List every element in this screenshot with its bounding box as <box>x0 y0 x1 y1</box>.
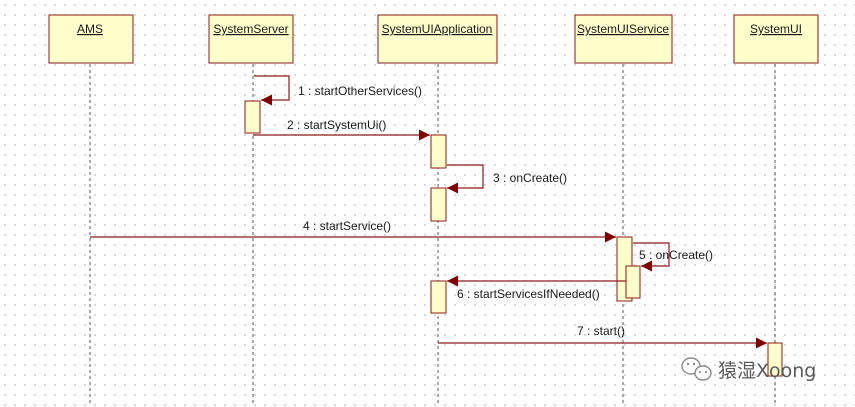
watermark: 猿湿Xoong <box>681 357 816 382</box>
lifeline-systemuiapplication[interactable]: SystemUIApplication <box>377 14 498 64</box>
message-label-5: 5 : onCreate() <box>639 248 713 262</box>
activation-systemuiapplication-2[interactable] <box>430 187 447 222</box>
message-label-7: 7 : start() <box>577 324 625 338</box>
wechat-logo-icon <box>681 357 712 381</box>
lifeline-label-systemui: SystemUI <box>750 22 802 36</box>
message-1[interactable]: 1 : startOtherServices() <box>254 75 422 106</box>
watermark-text: 猿湿Xoong <box>718 360 816 382</box>
message-4[interactable]: 4 : startService() <box>90 219 616 243</box>
activation-systemuiapplication-3[interactable] <box>430 280 447 314</box>
lifeline-label-systemuiservice: SystemUIService <box>577 22 669 36</box>
activation-bars <box>244 100 783 377</box>
lifeline-systemserver[interactable]: SystemServer <box>208 14 294 64</box>
message-3[interactable]: 3 : onCreate() <box>447 164 567 194</box>
message-5[interactable]: 5 : onCreate() <box>633 242 713 272</box>
lifeline-label-systemuiapplication: SystemUIApplication <box>382 22 493 36</box>
lifeline-ams[interactable]: AMS <box>48 14 134 64</box>
message-label-1: 1 : startOtherServices() <box>298 84 422 98</box>
activation-systemuiservice-inner[interactable] <box>625 265 641 299</box>
message-2[interactable]: 2 : startSystemUi() <box>253 118 430 141</box>
activation-systemuiapplication-1[interactable] <box>430 134 447 169</box>
activation-systemui[interactable] <box>767 342 783 377</box>
message-7[interactable]: 7 : start() <box>438 324 767 349</box>
lifeline-label-systemserver: SystemServer <box>213 22 288 36</box>
message-6[interactable]: 6 : startServicesIfNeeded() <box>447 275 626 301</box>
lifeline-systemui[interactable]: SystemUI <box>733 14 819 64</box>
message-label-6: 6 : startServicesIfNeeded() <box>457 287 600 301</box>
lifeline-systemuiservice[interactable]: SystemUIService <box>574 14 673 64</box>
message-label-2: 2 : startSystemUi() <box>287 118 386 132</box>
message-label-3: 3 : onCreate() <box>493 171 567 185</box>
lifeline-label-ams: AMS <box>77 22 103 36</box>
activation-systemserver[interactable] <box>244 100 261 134</box>
lifeline-lines <box>89 64 776 405</box>
message-label-4: 4 : startService() <box>303 219 391 233</box>
